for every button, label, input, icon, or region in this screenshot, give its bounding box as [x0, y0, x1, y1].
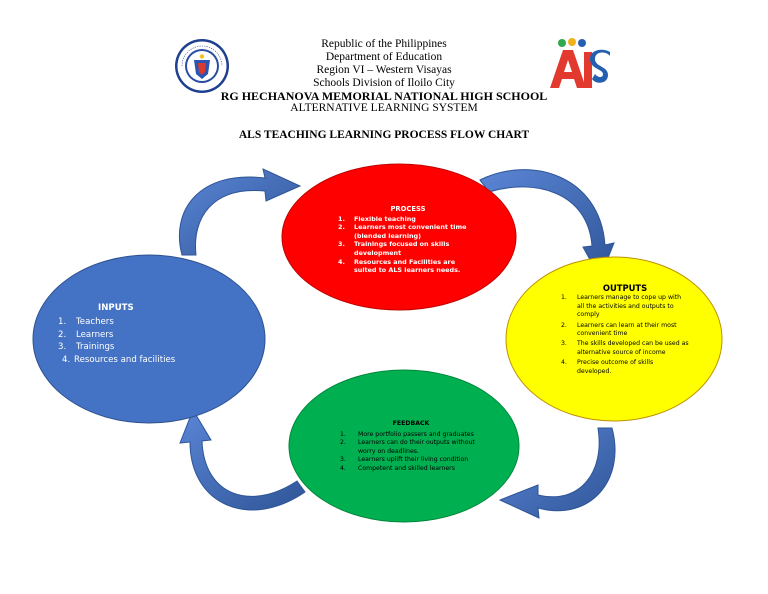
outputs-item: 3.The skills developed can be used as al… — [561, 340, 689, 356]
page-title: ALS TEACHING LEARNING PROCESS FLOW CHART — [238, 129, 530, 141]
feedback-item: 1.More portfolio passers and graduates — [340, 430, 474, 438]
arrow-inputs-to-process — [178, 168, 302, 256]
header-division: Schools Division of Iloilo City — [313, 77, 455, 89]
outputs-ellipse — [505, 256, 723, 422]
header-region: Region VI – Western Visayas — [316, 64, 452, 76]
feedback-item: 2.Learners can do their outputs without … — [340, 439, 475, 455]
feedback-title: FEEDBACK — [392, 420, 430, 427]
outputs-item: 1.Learners manage to cope up with all th… — [561, 294, 682, 319]
inputs-item: 1.Teachers — [58, 316, 114, 327]
process-content: PROCESS 1.Flexible teaching 2.Learners m… — [338, 205, 478, 275]
feedback-ellipse — [288, 369, 520, 523]
outputs-item: 2.Learners can learn at their most conve… — [561, 321, 677, 338]
header-republic: Republic of the Philippines — [321, 38, 447, 50]
outputs-item: 4.Precise outcome of skills developed. — [561, 359, 654, 375]
inputs-list: 1.Teachers 2.Learners 3.Trainings 4.Reso… — [58, 316, 208, 367]
feedback-content: FEEDBACK 1.More portfolio passers and gr… — [340, 420, 482, 474]
inputs-ellipse — [32, 254, 266, 424]
header-program: ALTERNATIVE LEARNING SYSTEM — [290, 102, 478, 114]
als-logo — [550, 38, 610, 88]
header-department: Department of Education — [325, 51, 443, 63]
outputs-title: OUTPUTS — [602, 283, 648, 293]
inputs-item: 2.Learners — [58, 329, 114, 340]
arrow-feedback-to-inputs — [179, 408, 306, 511]
arrow-outputs-to-feedback — [498, 427, 616, 519]
inputs-item: 4.Resources and facilities — [62, 355, 176, 366]
inputs-title: INPUTS — [98, 303, 134, 313]
process-item: 3.Trainings focused on skills developmen… — [338, 240, 450, 257]
feedback-item: 3.Learners uplift their living condition — [340, 456, 469, 464]
process-list: 1.Flexible teaching 2.Learners most conv… — [338, 215, 478, 275]
deped-seal-logo — [175, 39, 229, 93]
header-school-name: RG HECHANOVA MEMORIAL NATIONAL HIGH SCHO… — [220, 89, 548, 103]
feedback-item: 4.Competent and skilled learners — [340, 464, 455, 472]
inputs-content: INPUTS 1.Teachers 2.Learners 3.Trainings… — [58, 302, 208, 367]
outputs-content: OUTPUTS 1.Learners manage to cope up wit… — [561, 284, 689, 376]
process-title: PROCESS — [390, 205, 426, 213]
feedback-list: 1.More portfolio passers and graduates 2… — [340, 431, 482, 474]
process-item: 1.Flexible teaching — [338, 214, 416, 223]
process-item: 4.Resources and Facilities are suited to… — [338, 257, 461, 275]
process-item: 2.Learners most convenient time (blended… — [338, 223, 467, 240]
process-ellipse — [281, 163, 517, 311]
inputs-item: 3.Trainings — [58, 342, 115, 353]
outputs-list: 1.Learners manage to cope up with all th… — [561, 294, 689, 376]
